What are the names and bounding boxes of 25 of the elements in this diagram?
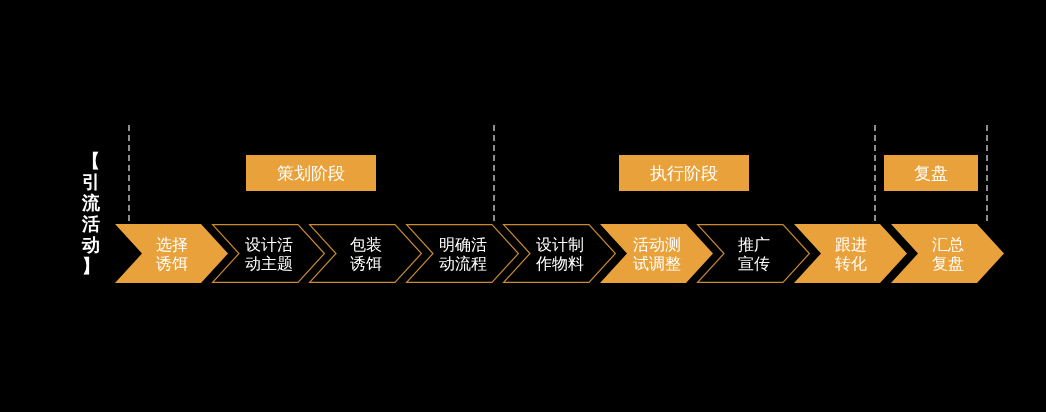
- chevron-step-outlined: [309, 224, 422, 283]
- step-text: 选择诱饵: [155, 234, 188, 273]
- step-text: 跟进转化: [834, 234, 867, 273]
- phase-banner: [619, 155, 749, 191]
- step-text: 设计制作物料: [535, 234, 584, 273]
- step-text: 推广宣传: [737, 234, 770, 273]
- step-text: 包装诱饵: [349, 234, 382, 273]
- chevron-step-outlined: [697, 224, 810, 283]
- chevron-step-outlined: [406, 224, 519, 283]
- phase-title: 复盘: [914, 163, 948, 183]
- step-text: 明确活动流程: [438, 234, 487, 273]
- chevron-step-filled: [115, 224, 228, 283]
- chevron-step-filled: [891, 224, 1004, 283]
- phase-title: 策划阶段: [277, 163, 345, 183]
- phase-banner: [884, 155, 978, 191]
- step-text: 活动测试调整: [632, 234, 681, 273]
- phase-banner: [246, 155, 376, 191]
- phase-title: 执行阶段: [650, 163, 718, 183]
- chevron-step-outlined: [212, 224, 325, 283]
- chevron-step-outlined: [503, 224, 616, 283]
- title: 【引流活动】: [81, 150, 100, 276]
- step-text: 汇总复盘: [931, 234, 964, 273]
- step-text: 设计活动主题: [244, 234, 293, 273]
- chevron-step-filled: [794, 224, 907, 283]
- chevron-step-filled: [600, 224, 713, 283]
